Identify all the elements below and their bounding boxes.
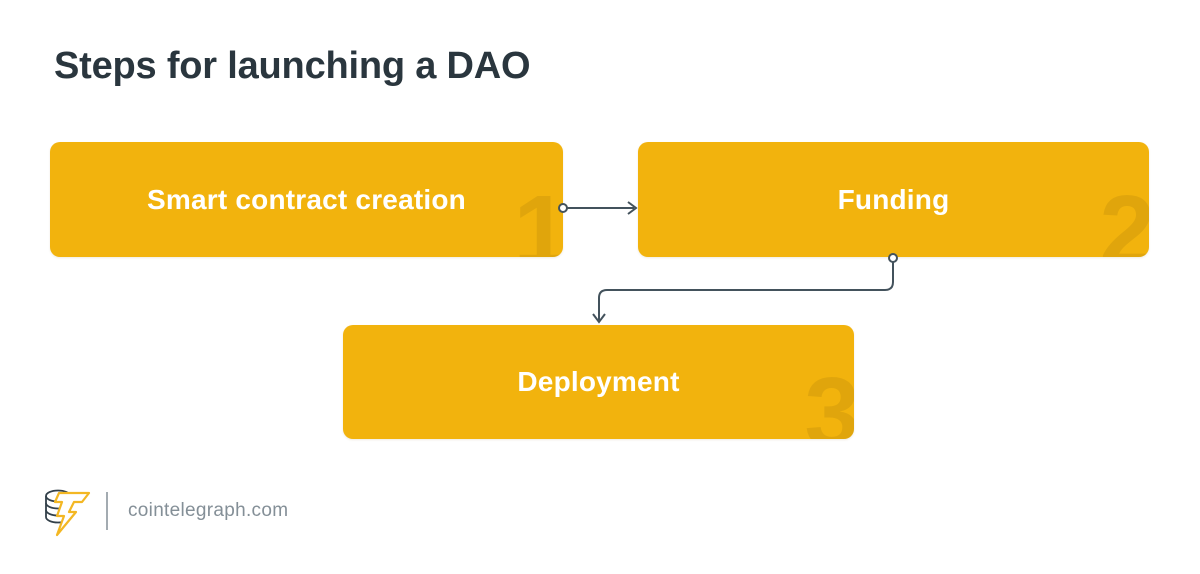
step-number-watermark: 1 xyxy=(513,175,563,257)
step-number-watermark: 2 xyxy=(1099,175,1149,257)
arrow-step2-to-step3 xyxy=(592,253,898,324)
arrowhead-right-icon xyxy=(627,201,638,215)
step-box-funding: 2 Funding xyxy=(638,142,1149,257)
step-label: Funding xyxy=(837,183,950,215)
arrow-step1-to-step2 xyxy=(558,201,638,215)
cointelegraph-logo-icon xyxy=(45,489,91,537)
page-title: Steps for launching a DAO xyxy=(54,45,531,87)
footer-brand: cointelegraph.com xyxy=(43,483,288,539)
step-number-watermark: 3 xyxy=(804,357,854,439)
step-box-deployment: 3 Deployment xyxy=(343,325,854,439)
step-box-smart-contract-creation: 1 Smart contract creation xyxy=(50,142,563,257)
footer-divider xyxy=(106,492,108,530)
arrowhead-down-icon xyxy=(592,313,606,324)
lightning-bolt-icon xyxy=(53,491,91,537)
footer-site-label: cointelegraph.com xyxy=(128,500,289,521)
step-label: Smart contract creation xyxy=(147,183,466,215)
step-label: Deployment xyxy=(517,366,680,397)
